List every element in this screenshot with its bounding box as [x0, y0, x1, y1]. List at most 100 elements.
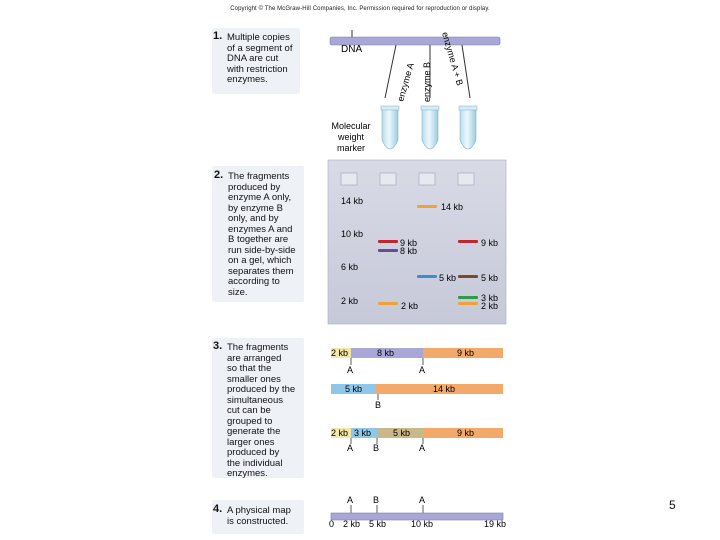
gel-band — [458, 296, 478, 299]
step-3-line: simultaneous — [227, 394, 283, 406]
gel-band — [378, 249, 398, 252]
step-4-number: 4. — [213, 503, 223, 515]
tube-enzyme-ab — [458, 105, 478, 150]
step-2-line: enzymes A and — [228, 223, 293, 235]
map-bar — [330, 512, 504, 521]
marker-label: weight — [337, 132, 365, 142]
marker-label: marker — [337, 143, 365, 153]
step-3-line: the individual — [227, 457, 283, 469]
segment-label: 8 kb — [377, 348, 394, 358]
site-label: A — [347, 365, 353, 375]
map-site-label: A — [419, 495, 425, 505]
gel-band-label: 14 kb — [441, 202, 463, 212]
gel-band — [458, 240, 478, 243]
gel-band-label: 9 kb — [481, 238, 498, 248]
step-2-line: separates them — [228, 265, 294, 277]
map-site-label: A — [347, 495, 353, 505]
step-2-box — [212, 166, 304, 302]
segment-label: 5 kb — [345, 384, 362, 394]
step-1-line: of a segment of — [227, 42, 293, 54]
gel-band-label: 5 kb — [439, 273, 456, 283]
site-label: B — [373, 443, 379, 453]
step-2-line: enzyme A only, — [228, 192, 292, 203]
site-label: A — [347, 443, 353, 453]
gel-band-label: 5 kb — [481, 273, 498, 283]
site-label: A — [419, 443, 425, 453]
step-1-text: Multiple copies of a segment of DNA are … — [227, 32, 293, 86]
map-site-label: B — [373, 495, 379, 505]
gel-well — [379, 172, 397, 186]
step-3-line: enzymes. — [227, 468, 268, 479]
gel-band — [458, 275, 478, 278]
segment-8kb — [351, 348, 423, 358]
step-2-line: size. — [228, 286, 248, 298]
step-3-number: 3. — [213, 340, 223, 352]
page-number: 5 — [669, 498, 676, 512]
segment-2kb — [331, 428, 351, 438]
segment-9kb — [423, 428, 503, 438]
step-2-line: on a gel, which — [228, 255, 292, 266]
segment-label: 9 kb — [457, 428, 474, 438]
marker-band-label: 14 kb — [341, 196, 363, 206]
step-3-line: cut can be — [227, 405, 271, 416]
step-2-number: 2. — [214, 169, 224, 181]
step-3-line: so that the — [227, 363, 272, 374]
step-3-line: produced by the — [227, 384, 296, 395]
segment-5kb — [377, 428, 423, 438]
marker-band-label: 10 kb — [341, 229, 363, 239]
gel-well — [340, 172, 358, 186]
step-3-line: larger ones — [227, 436, 275, 448]
step-3-line: produced by — [227, 447, 280, 458]
segment-label: 2 kb — [331, 348, 348, 358]
step-3-line: generate the — [227, 426, 281, 437]
gel-band-label: 8 kb — [400, 246, 417, 256]
gel-well — [457, 172, 475, 186]
step-2-line: produced by — [228, 181, 281, 193]
step-1-number: 1. — [213, 30, 223, 42]
segment-9kb — [423, 348, 503, 358]
dna-bar — [329, 36, 501, 46]
site-label: A — [419, 365, 425, 375]
step-2-line: only, and by — [228, 213, 279, 224]
map-position: 2 kb — [343, 519, 360, 529]
segment-2kb — [331, 348, 351, 358]
dna-label: DNA — [341, 44, 362, 55]
step-4-text: A physical map is constructed. — [227, 505, 291, 527]
step-3-box — [212, 338, 304, 478]
enzyme-arrow — [461, 44, 471, 99]
step-1-line: DNA are cut — [227, 53, 279, 64]
map-position: 19 kb — [484, 519, 506, 529]
segment-3kb — [351, 428, 377, 438]
map-position: 5 kb — [369, 519, 386, 529]
step-3-line: The fragments — [227, 342, 289, 353]
gel-band — [417, 205, 437, 208]
gel-band — [378, 240, 398, 243]
tube-enzyme-b — [420, 105, 440, 150]
copyright-notice: Copyright © The McGraw-Hill Companies, I… — [230, 6, 490, 12]
enzyme-b-label: enzyme B — [422, 62, 432, 102]
step-3-line: smaller ones — [227, 373, 281, 385]
gel-band-label: 9 kb — [400, 238, 417, 248]
map-position: 0 — [329, 519, 334, 529]
step-2-text: The fragments produced by enzyme A only,… — [228, 171, 296, 298]
enzyme-arrow — [384, 44, 397, 99]
segment-label: 2 kb — [331, 428, 348, 438]
step-2-line: according to — [228, 276, 280, 287]
segment-label: 9 kb — [457, 348, 474, 358]
site-label: B — [375, 400, 381, 410]
marker-band-label: 2 kb — [341, 296, 358, 306]
step-4-box — [212, 500, 304, 534]
step-1-box — [212, 28, 300, 94]
step-2-line: B together are — [228, 234, 289, 245]
gel-well — [418, 172, 436, 186]
step-2-line: by enzyme B — [228, 202, 283, 214]
step-4-line: is constructed. — [227, 515, 289, 527]
segment-14kb — [376, 384, 503, 394]
step-3-line: are arranged — [227, 352, 282, 364]
gel-band — [458, 302, 478, 305]
gel-band — [378, 302, 398, 305]
enzyme-a-label: enzyme A — [395, 62, 416, 103]
gel-band-label: 3 kb — [481, 293, 498, 303]
step-3-text: The fragments are arranged so that the s… — [227, 342, 296, 480]
